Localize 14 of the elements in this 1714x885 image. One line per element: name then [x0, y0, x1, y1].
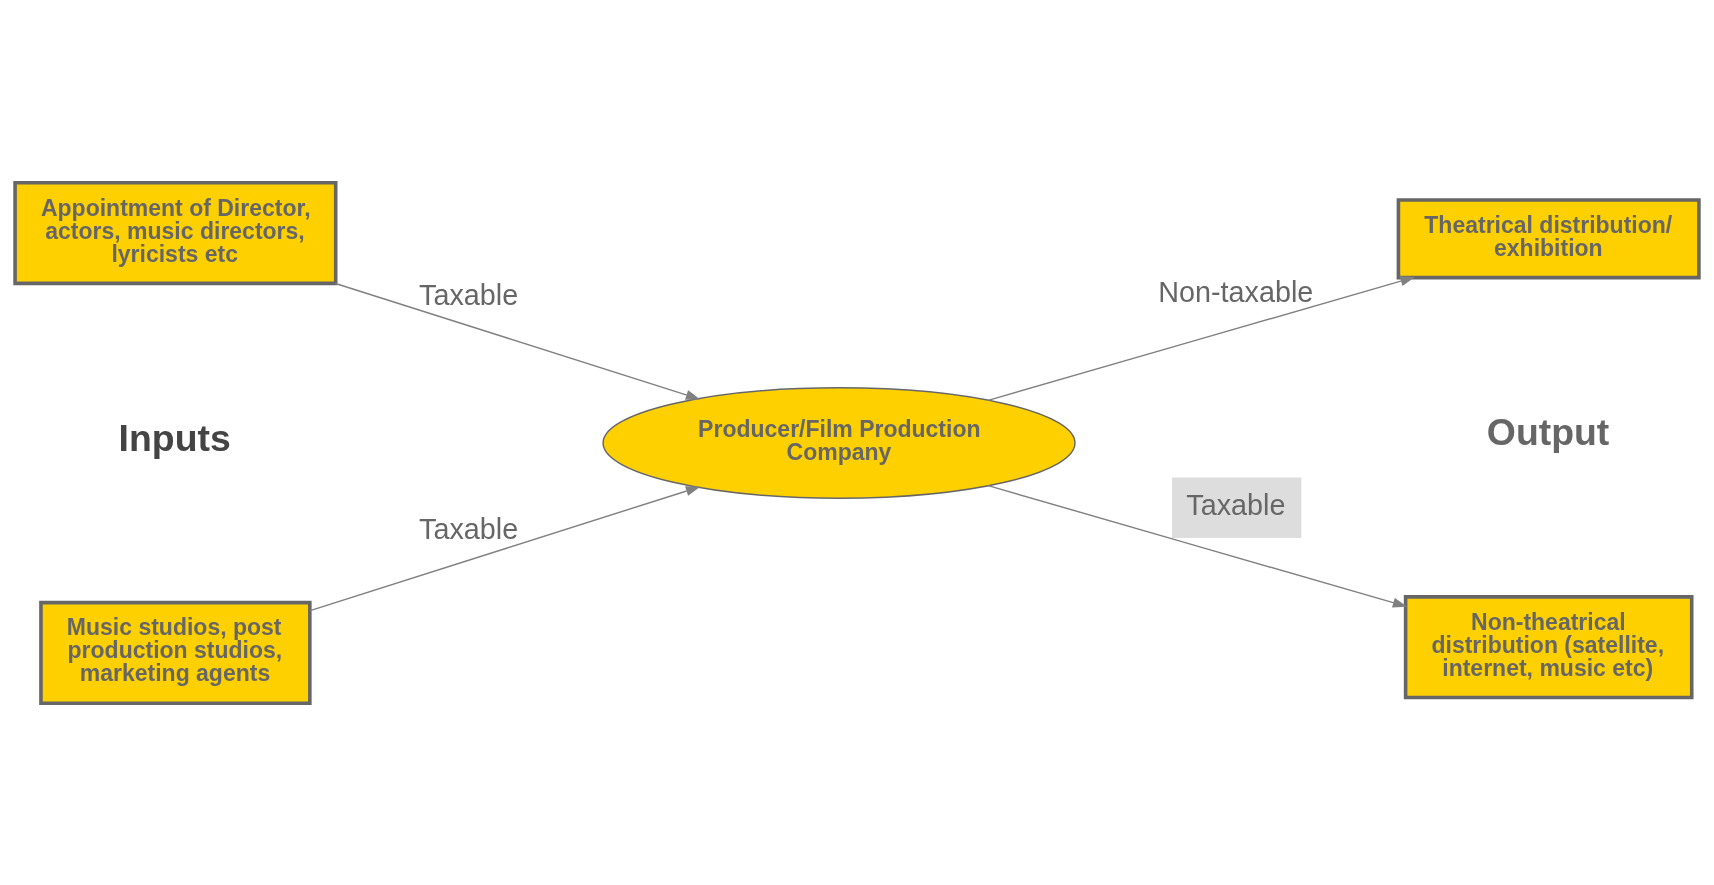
node-box: Music studios, post production studios, marketing agents	[39, 600, 312, 705]
arrow	[334, 282, 701, 400]
arrow	[309, 485, 701, 611]
node-box: Theatrical distribution/ exhibition	[1396, 197, 1701, 279]
arrow	[987, 275, 1415, 401]
edge-label: Taxable	[419, 278, 519, 311]
edge-label: Non-taxable	[1158, 275, 1314, 308]
node-box: Non-theatrical distribution (satellite, internet, music etc)	[1403, 594, 1694, 699]
edge-label: Taxable	[419, 512, 519, 545]
node-box: Appointment of Director, actors, music directors, lyricists etc	[13, 180, 338, 285]
label: Inputs	[118, 416, 231, 459]
edge-label: Taxable	[1186, 488, 1286, 521]
arrow	[987, 484, 1408, 608]
label: Output	[1486, 410, 1610, 453]
